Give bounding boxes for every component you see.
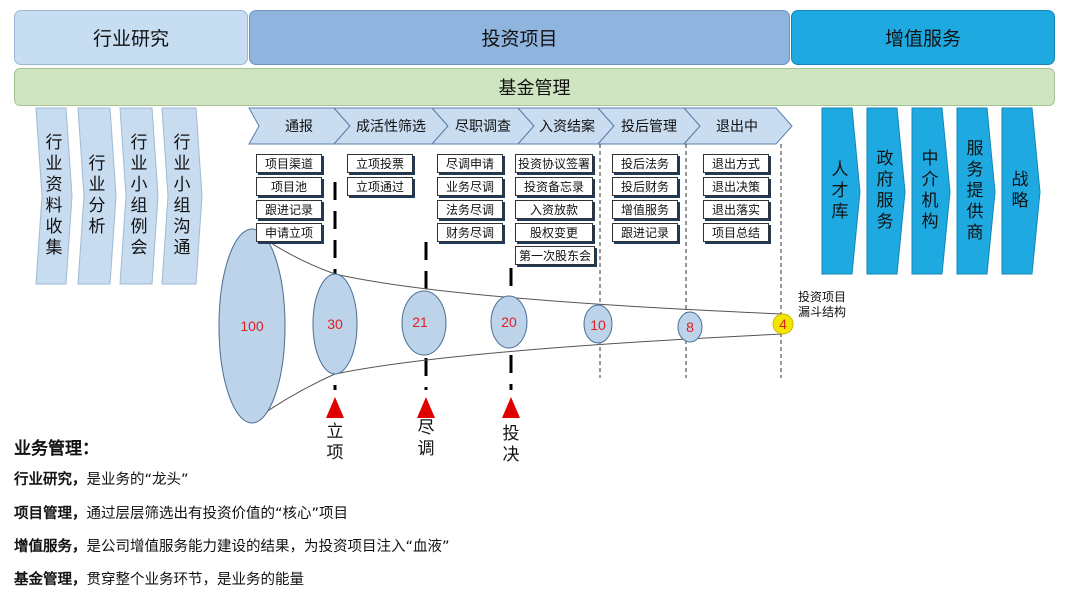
left-arrow-shape-3 [119, 107, 159, 285]
summary-line-1: 行业研究，是业务的“龙头” [14, 468, 189, 489]
stage5-item-4: 跟进记录 [612, 223, 678, 242]
stage4-item-1: 投资协议签署 [515, 154, 593, 173]
summary-title: 业务管理： [14, 439, 99, 459]
milestone-triangle-2 [417, 397, 435, 418]
right-arrow-strategy: 战略 [1002, 108, 1038, 274]
summary-text-3: 是公司增值服务能力建设的结果，为投资项目注入“血液” [86, 539, 450, 555]
right-arrow-label-4: 服务提供商 [966, 138, 984, 243]
funnel-value-100: 100 [240, 318, 264, 334]
funnel-value-8: 8 [686, 319, 694, 335]
header-investment: 投资项目 [249, 10, 790, 65]
funnel-ellipse-20 [490, 295, 528, 349]
stage1-item-4: 申请立项 [256, 223, 322, 242]
summary-text-4: 贯穿整个业务环节，是业务的能量 [86, 572, 305, 588]
stage5-item-3: 增值服务 [612, 200, 678, 219]
stage4-item-4: 股权变更 [515, 223, 593, 242]
funnel-ellipse-10 [583, 304, 613, 344]
funnel-value-20: 20 [501, 314, 517, 330]
stage4-item-5: 第一次股东会 [515, 246, 595, 265]
left-arrow-shape-2 [77, 107, 117, 285]
summary-line-4: 基金管理，贯穿整个业务环节，是业务的能量 [14, 568, 304, 589]
summary-key-4: 基金管理， [14, 572, 87, 588]
left-arrow-industry-analysis: 行业分析 [78, 108, 116, 284]
stage6-item-4: 项目总结 [703, 223, 769, 242]
stage-viability-screening: 成活性筛选 [356, 119, 426, 135]
milestone-label-decision: 投决 [502, 424, 520, 465]
stage6-item-1: 退出方式 [703, 154, 769, 173]
stage-report: 通报 [285, 119, 313, 135]
right-arrow-label-2: 政府服务 [876, 149, 894, 232]
left-arrow-label-1: 行业资料收集 [45, 133, 63, 258]
stage3-item-2: 业务尽调 [437, 177, 503, 196]
left-arrow-group-meeting: 行业小组例会 [120, 108, 158, 284]
summary-line-2: 项目管理，通过层层筛选出有投资价值的“核心”项目 [14, 502, 348, 523]
stage6-item-2: 退出决策 [703, 177, 769, 196]
summary-key-2: 项目管理， [14, 506, 87, 522]
left-arrow-shape-1 [35, 107, 73, 285]
stage-investment-closing: 入资结案 [539, 119, 595, 135]
milestone-triangle-1 [326, 397, 344, 418]
right-arrow-label-3: 中介机构 [921, 149, 939, 232]
stage-post-investment: 投后管理 [621, 119, 677, 135]
stage5-item-1: 投后法务 [612, 154, 678, 173]
funnel-value-30: 30 [327, 316, 343, 332]
summary-key-1: 行业研究， [14, 472, 87, 488]
funnel-ellipse-8 [677, 311, 703, 343]
funnel-value-10: 10 [590, 317, 606, 333]
milestone-triangle-3 [502, 397, 520, 418]
right-arrow-government-service: 政府服务 [867, 108, 903, 274]
stage4-item-3: 入资放款 [515, 200, 593, 219]
right-arrow-talent-pool: 人才库 [822, 108, 858, 274]
stage-due-diligence: 尽职调查 [455, 119, 511, 135]
funnel-ellipse-21 [401, 290, 447, 356]
stage3-item-1: 尽调申请 [437, 154, 503, 173]
funnel-value-21: 21 [412, 314, 428, 330]
left-arrow-industry-data: 行业资料收集 [36, 108, 72, 284]
stage5-item-2: 投后财务 [612, 177, 678, 196]
right-arrow-shape-1 [821, 107, 861, 275]
right-arrow-agencies: 中介机构 [912, 108, 948, 274]
left-arrow-shape-4 [161, 107, 203, 285]
milestone-label-approval: 立项 [326, 422, 344, 463]
funnel-ellipse-100 [218, 228, 286, 424]
stage-exit: 退出中 [716, 119, 758, 135]
funnel-ellipse-30 [312, 273, 358, 375]
right-arrow-label-5: 战略 [1011, 170, 1029, 211]
header-research: 行业研究 [14, 10, 248, 65]
funnel-value-4: 4 [779, 316, 787, 332]
stage2-item-2: 立项通过 [347, 177, 413, 196]
stage1-item-2: 项目池 [256, 177, 322, 196]
right-arrow-shape-3 [911, 107, 951, 275]
left-arrow-label-2: 行业分析 [88, 154, 106, 237]
summary-key-3: 增值服务， [14, 539, 87, 555]
stage-shape-6 [682, 107, 793, 145]
funnel-endpoint-4 [772, 313, 794, 335]
right-arrow-label-1: 人才库 [831, 159, 849, 222]
left-arrow-group-communication: 行业小组沟通 [162, 108, 202, 284]
right-arrow-shape-5 [1001, 107, 1041, 275]
stage4-item-2: 投资备忘录 [515, 177, 593, 196]
stage2-item-1: 立项投票 [347, 154, 413, 173]
fund-management-band: 基金管理 [14, 68, 1055, 106]
stage1-item-3: 跟进记录 [256, 200, 322, 219]
right-arrow-service-providers: 服务提供商 [957, 108, 993, 274]
summary-text-1: 是业务的“龙头” [86, 472, 189, 488]
right-arrow-shape-4 [956, 107, 996, 275]
stage1-item-1: 项目渠道 [256, 154, 322, 173]
funnel-structure-note: 投资项目漏斗结构 [798, 290, 847, 319]
stage6-item-3: 退出落实 [703, 200, 769, 219]
right-arrow-shape-2 [866, 107, 906, 275]
header-value-added: 增值服务 [791, 10, 1055, 65]
funnel-top-edge [251, 229, 784, 315]
stage3-item-4: 财务尽调 [437, 223, 503, 242]
summary-text-2: 通过层层筛选出有投资价值的“核心”项目 [86, 506, 349, 522]
left-arrow-label-3: 行业小组例会 [130, 133, 148, 258]
milestone-label-due-diligence: 尽调 [417, 418, 435, 459]
funnel-bottom-edge [251, 333, 784, 423]
summary-line-3: 增值服务，是公司增值服务能力建设的结果，为投资项目注入“血液” [14, 535, 450, 556]
left-arrow-label-4: 行业小组沟通 [173, 133, 191, 258]
stage3-item-3: 法务尽调 [437, 200, 503, 219]
